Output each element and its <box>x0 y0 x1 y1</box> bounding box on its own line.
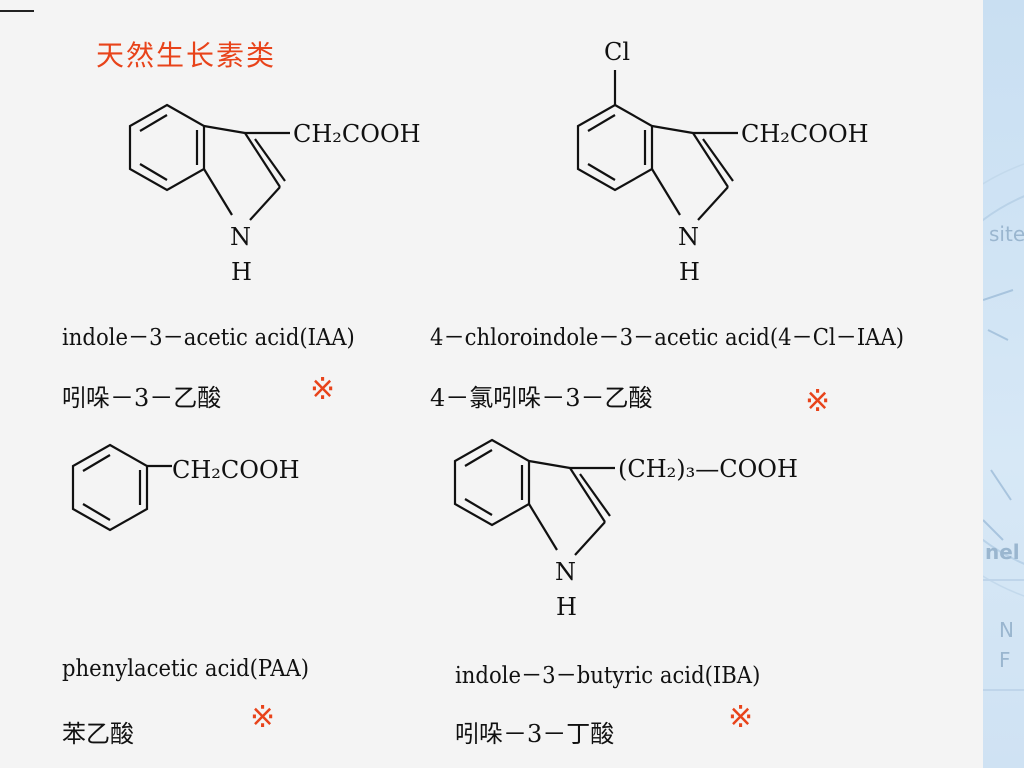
iaa-chinese-name: 吲哚－3－乙酸 <box>62 384 222 412</box>
cl-iaa-formula: CH₂COOH <box>741 120 869 148</box>
cl-iaa-n: N <box>678 223 699 251</box>
page-title: 天然生长素类 <box>96 39 277 72</box>
iba-formula: (CH₂)₃—COOH <box>618 455 798 483</box>
corner-mark <box>0 0 34 12</box>
iaa-h: H <box>231 258 252 286</box>
sidebar-text-2: nel <box>985 540 1020 564</box>
iaa-english-name: indole－3－acetic acid(IAA) <box>62 325 355 351</box>
iaa-mark: ※ <box>310 372 336 407</box>
paa-formula: CH₂COOH <box>172 456 300 484</box>
paa-english-name: phenylacetic acid(PAA) <box>62 656 310 682</box>
sidebar-text-4: F <box>999 648 1011 672</box>
iba-structure: (CH₂)₃—COOH N H <box>453 438 798 621</box>
iba-n: N <box>555 558 576 586</box>
iba-chinese-name: 吲哚－3－丁酸 <box>455 720 615 748</box>
paa-chinese-name: 苯乙酸 <box>62 720 134 748</box>
iaa-n: N <box>230 223 251 251</box>
iaa-structure: CH₂COOH N H <box>128 103 421 286</box>
cl-iaa-mark: ※ <box>805 384 831 419</box>
cl-iaa-structure: Cl CH₂COOH N H <box>576 38 869 286</box>
slide: 天然生长素类 CH₂COOH N H <box>0 0 905 748</box>
iba-mark: ※ <box>728 700 754 735</box>
sidebar-text-1: site <box>989 222 1024 246</box>
paa-structure: CH₂COOH <box>71 443 300 532</box>
sidebar-decoration <box>983 163 1024 691</box>
cl-iaa-chinese-name: 4－氯吲哚－3－乙酸 <box>430 384 653 412</box>
iba-english-name: indole－3－butyric acid(IBA) <box>455 663 761 689</box>
decorative-sidebar: site nel N F <box>983 0 1024 768</box>
iba-h: H <box>556 593 577 621</box>
sidebar-text-3: N <box>999 618 1014 642</box>
iaa-formula: CH₂COOH <box>293 120 421 148</box>
paa-mark: ※ <box>250 700 276 735</box>
cl-iaa-h: H <box>679 258 700 286</box>
cl-substituent: Cl <box>604 38 630 66</box>
cl-iaa-english-name: 4－chloroindole－3－acetic acid(4－Cl－IAA) <box>430 325 905 351</box>
